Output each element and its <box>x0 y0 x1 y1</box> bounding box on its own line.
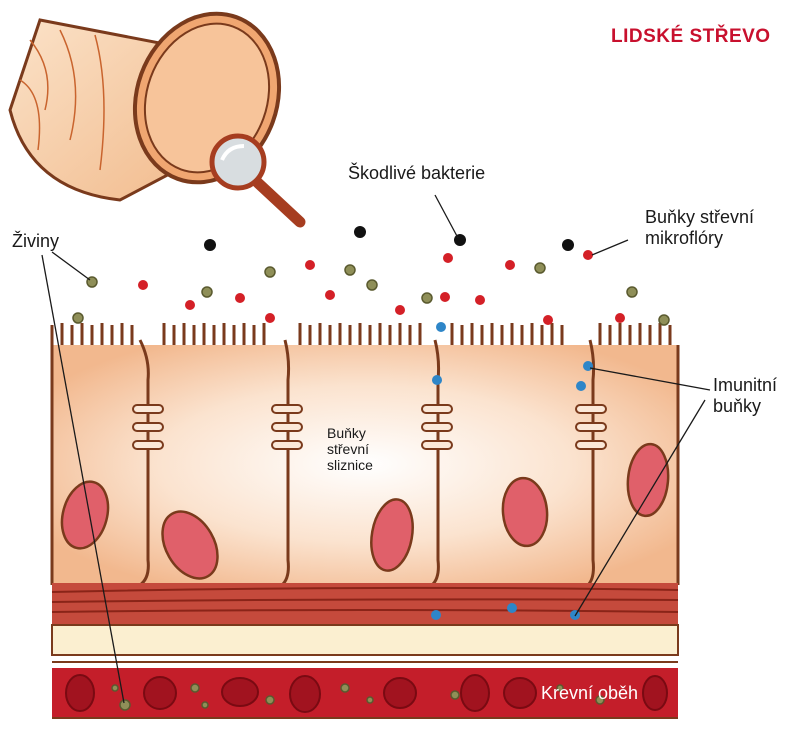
label-harmful-bacteria: Škodlivé bakterie <box>348 163 485 184</box>
microvilli <box>52 323 670 345</box>
label-nutrients: Živiny <box>12 231 59 252</box>
magnifying-glass-icon <box>212 136 300 222</box>
label-mucosa-line2: střevní <box>327 441 373 457</box>
label-immune-cells: Imunitní buňky <box>713 375 777 416</box>
label-microflora: Buňky střevní mikroflóry <box>645 207 754 248</box>
label-blood-circulation: Krevní oběh <box>541 683 638 704</box>
label-mucosa-cells: Buňky střevní sliznice <box>327 425 373 473</box>
label-microflora-line2: mikroflóry <box>645 228 754 249</box>
label-immune-line1: Imunitní <box>713 375 777 396</box>
label-mucosa-line3: sliznice <box>327 457 373 473</box>
harmful-bacteria <box>204 226 574 251</box>
label-mucosa-line1: Buňky <box>327 425 373 441</box>
label-microflora-line1: Buňky střevní <box>645 207 754 228</box>
label-immune-line2: buňky <box>713 396 777 417</box>
microflora-bacteria <box>138 250 625 325</box>
page-title: LIDSKÉ STŘEVO <box>611 26 771 48</box>
